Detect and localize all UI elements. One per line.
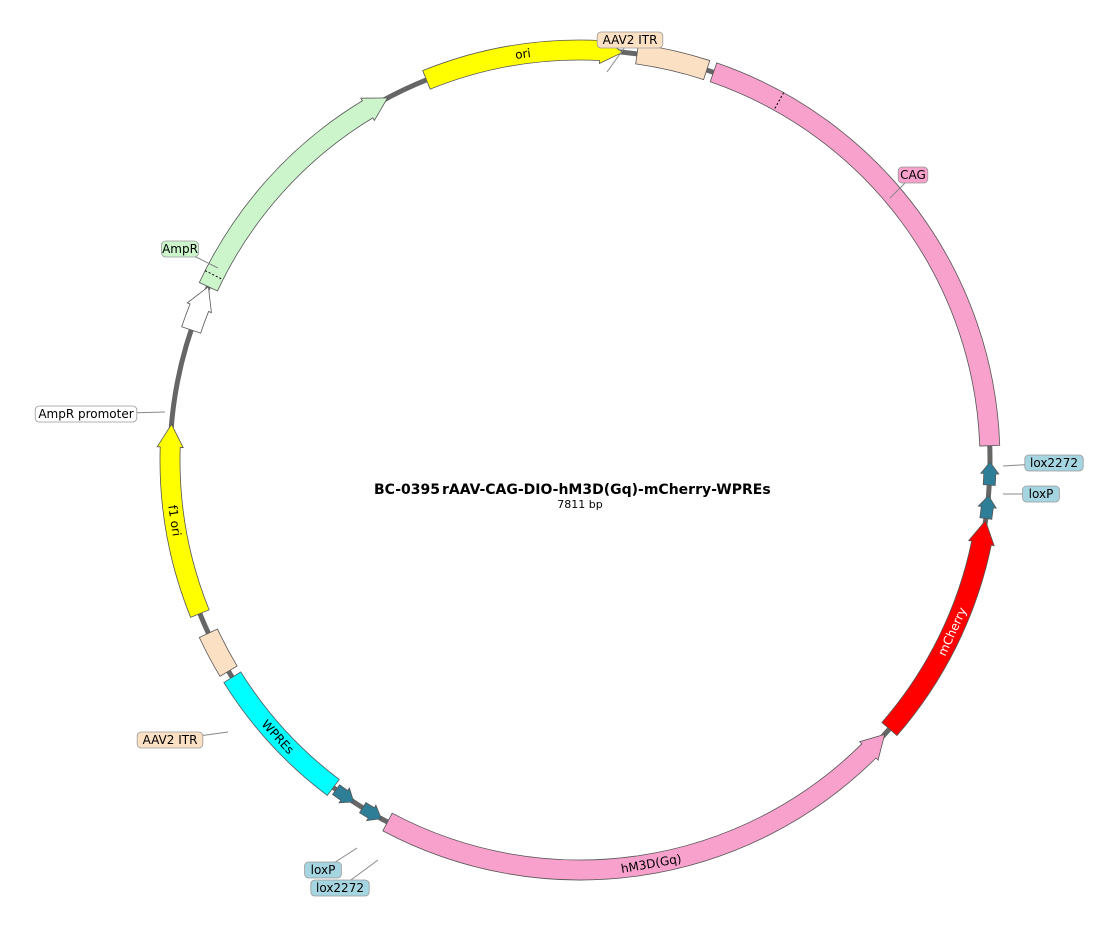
feature-shape-loxp-right [977,495,998,520]
feature-shape-ori [422,36,624,90]
callout-box-aav2-itr-top [596,31,664,49]
feature-loxp-right [977,495,998,520]
callout-box-ampr-promoter [34,405,138,423]
feature-label-aav2-itr-top: AAV2 ITR [603,33,658,47]
feature-lox2272-right [979,461,1000,486]
callout-box-cag [897,166,929,184]
feature-shape-mcherry [881,519,995,737]
feature-label-f1-ori: f1 ori [165,504,183,537]
feature-label-lox2272-left: lox2272 [316,881,364,895]
callout-lox2272-left: lox2272 [310,859,379,897]
features-layer [156,36,1001,881]
callout-box-loxp-left [304,861,342,879]
callout-box-aav2-itr-left [136,731,204,749]
feature-shape-aav2-itr-top [635,43,711,81]
feature-label-aav2-itr-left: AAV2 ITR [143,733,198,747]
feature-shape-hm3d-gq [382,733,886,881]
feature-f1-ori [156,423,210,618]
plasmid-name: BC-0395 [374,482,440,498]
callout-cag: CAG [889,166,929,199]
callout-aav2-itr-top: AAV2 ITR [596,31,664,73]
feature-cag [709,62,1001,447]
callout-box-lox2272-left [310,879,370,897]
feature-shape-lox2272-left [358,802,382,822]
feature-label-ori: ori [514,46,531,62]
feature-shape-wpres [223,671,340,796]
feature-aav2-itr-top [635,43,711,81]
callout-aav2-itr-left: AAV2 ITR [136,731,229,749]
feature-hm3d-gq [382,733,886,881]
feature-label-cag: CAG [900,168,926,182]
labels-layer: AAV2 ITRCAGlox2272loxPmCherryhM3D(Gq)lox… [34,31,1084,897]
feature-shape-ampr [198,97,389,292]
feature-loxp-left [331,784,355,804]
feature-label-loxp-left: loxP [311,863,336,877]
feature-lox2272-left [358,802,382,822]
feature-shape-loxp-left [331,784,355,804]
feature-shape-aav2-itr-left [198,628,238,677]
callout-lox2272-right: lox2272 [1002,454,1084,472]
callout-box-loxp-right [1022,485,1060,503]
callout-loxp-left: loxP [304,847,358,879]
feature-ampr [198,97,389,292]
callout-ampr: AmpR [161,240,219,269]
feature-shape-lox2272-right [979,461,1000,486]
callout-box-ampr [161,240,199,258]
plasmid-title: rAAV-CAG-DIO-hM3D(Gq)-mCherry-WPREs [442,482,771,498]
feature-ampr-promoter [181,285,212,334]
feature-wpres [223,671,340,796]
feature-label-ampr-promoter: AmpR promoter [38,407,133,421]
feature-shape-ampr-promoter [181,285,212,334]
feature-label-loxp-right: loxP [1029,487,1054,501]
feature-label-ampr: AmpR [162,242,198,256]
feature-shape-f1-ori [156,423,210,618]
callout-box-lox2272-right [1024,454,1084,472]
plasmid-length: 7811 bp [557,498,602,511]
feature-ori [422,36,624,90]
callout-ampr-promoter: AmpR promoter [34,405,166,423]
feature-mcherry [881,519,995,737]
feature-label-lox2272-right: lox2272 [1030,456,1078,470]
feature-divider-ampr [204,270,224,281]
callout-loxp-right: loxP [1003,485,1060,503]
feature-divider-cag [773,92,785,111]
feature-aav2-itr-left [198,628,238,677]
map-title-block: BC-0395 rAAV-CAG-DIO-hM3D(Gq)-mCherry-WP… [374,482,771,511]
feature-shape-cag [709,62,1001,447]
